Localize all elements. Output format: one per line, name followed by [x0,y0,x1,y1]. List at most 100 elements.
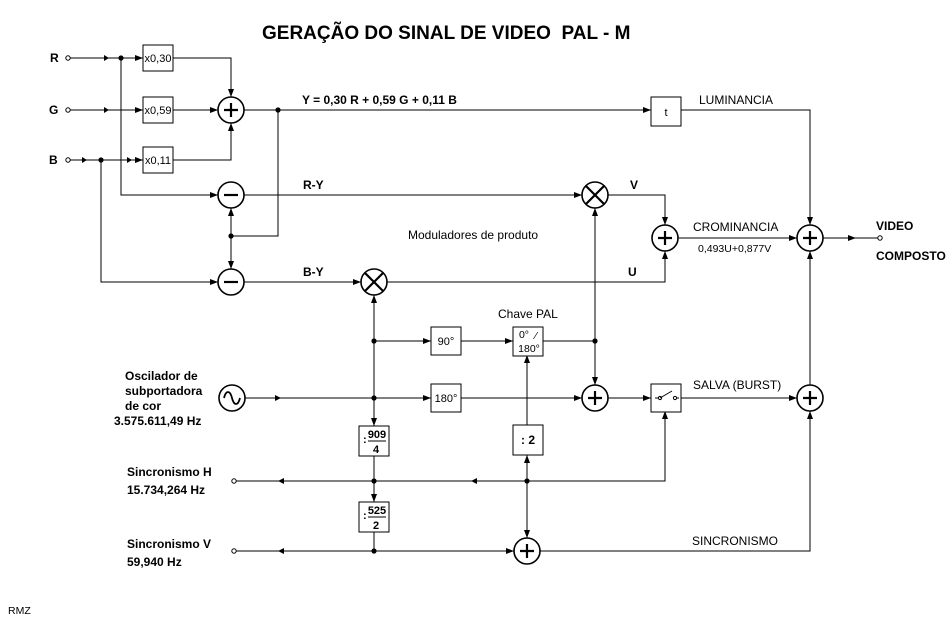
arrow-down [807,217,813,225]
arrow-up [524,455,530,463]
mult-b-label: x0,11 [145,155,171,167]
label-osc-4: 3.575.611,49 Hz [114,414,201,428]
junction-dot [371,478,377,484]
arrow-up [228,123,234,131]
junction-dot [592,338,598,344]
mult-r-label: x0,30 [145,53,172,65]
junction-dot [118,55,124,61]
arrow-up [524,355,530,363]
mult-g-block [142,96,174,124]
adder-y [217,96,245,124]
junction-dots [98,55,598,554]
wire-b-down [100,160,218,283]
modulator-v [581,181,609,209]
wire-u [387,251,666,283]
terminal-g [65,107,71,113]
phase90-label: 90° [438,336,455,348]
arrow-down [228,261,234,269]
arrow-right [848,235,856,241]
arrow-down [524,530,530,538]
mult-b-block [142,146,174,174]
multiply-icon [364,272,384,292]
arrow-right [506,548,514,554]
div2-block [512,424,544,456]
chave-pal-block [512,326,544,357]
signal-label-u: U [628,265,637,279]
chave-pal-slash: ⁄ [532,330,539,342]
wire-y-feed [231,110,279,237]
signal-label-luminancia: LUMINANCIA [699,93,773,107]
adder-crominancia [651,224,679,252]
arrow-down [228,89,234,97]
arrow-up [662,411,668,419]
signal-label-crominancia: CROMINANCIA [693,220,778,234]
subtractor-b-y [217,268,245,296]
label-osc-2: subportadora [125,384,203,398]
mult-r-block [142,44,174,72]
texts: GERAÇÃO DO SINAL DE VIDEO PAL - M R G B … [8,22,946,617]
div525-numerator: 525 [368,505,386,517]
junction-dot [371,338,377,344]
arrow-right [210,107,218,113]
signal-label-v: V [630,178,638,192]
label-sinc-v-freq: 59,940 Hz [127,555,182,569]
plus-icon [803,231,817,245]
terminal-r [65,55,71,61]
phase180-block [430,383,462,413]
wire-b-mult-out [173,123,232,161]
arrow-left [471,478,477,484]
wire-v [608,194,666,225]
terminal-b [65,157,71,163]
arrow-right [127,157,132,163]
arrow-right [135,157,143,163]
delay-block [650,96,682,127]
div2-label: : 2 [521,433,535,447]
diagram-title: GERAÇÃO DO SINAL DE VIDEO PAL - M [262,22,630,44]
plus-icon [658,231,672,245]
wire-sinc-h [236,411,666,482]
signal-label-b-y: B-Y [303,265,324,279]
arrow-down [371,494,377,502]
signal-label-r-y: R-Y [303,178,324,192]
adder-burst-sync [796,384,824,412]
terminal-sinc-h [231,478,237,484]
plus-icon [588,391,602,405]
div909-colon: : [363,434,367,446]
arrow-right [82,157,87,163]
div909-denominator: 4 [373,444,380,456]
multiply-icon [585,185,605,205]
arrow-right [353,279,361,285]
arrows [82,55,856,554]
arrow-right [505,338,513,344]
plus-icon [803,391,817,405]
output-label-composto: COMPOSTO [876,249,946,263]
terminals [65,55,883,554]
wire-r-down [120,58,218,196]
plus-icon [520,544,534,558]
junction-dot [275,107,281,113]
adder-video [796,224,824,252]
wire-luminancia [681,109,811,225]
arrow-right [104,107,109,113]
arrow-up [228,208,234,216]
plus-icon [224,103,238,117]
input-label-g: G [49,103,58,117]
arrow-right [789,395,797,401]
label-chave-pal: Chave PAL [498,307,558,321]
delay-label: t [664,107,667,119]
div909-numerator: 909 [368,429,386,441]
arrow-right [789,235,797,241]
junction-dot [371,395,377,401]
arrow-right [210,192,218,198]
label-osc-3: de cor [125,399,161,413]
arrow-down [662,217,668,225]
terminal-video [877,235,883,241]
junction-dot [228,233,234,239]
oscillator [218,384,246,412]
wire-r-mult-out [173,57,232,97]
arrow-right [574,192,582,198]
output-label-video: VIDEO [876,219,913,233]
phase90-block [430,326,462,356]
